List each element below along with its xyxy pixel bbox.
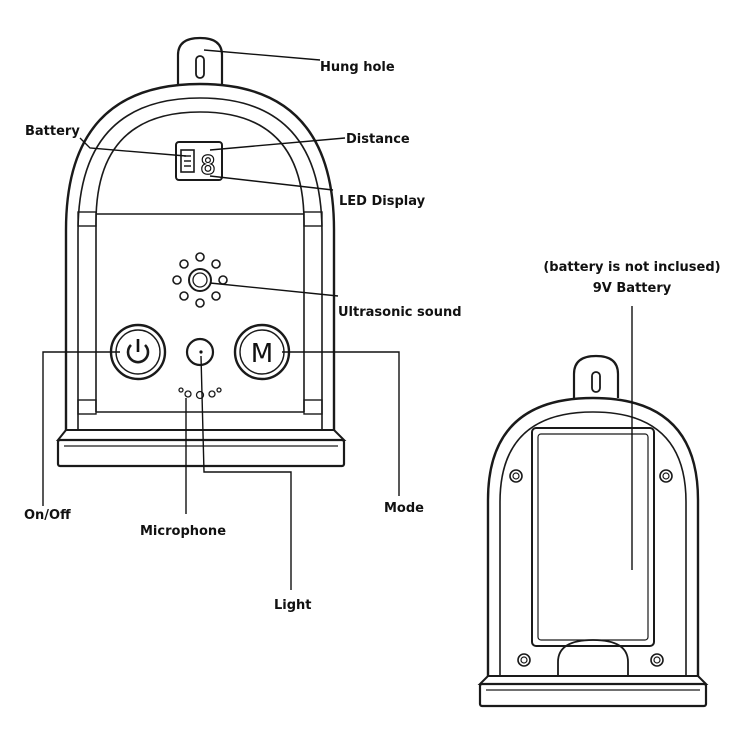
display-battery-icon: [180, 149, 195, 173]
back-hung-hole-tab: [572, 354, 620, 398]
led-display: [175, 141, 223, 181]
back-base-top: [477, 675, 709, 685]
mode-button[interactable]: M: [233, 323, 291, 381]
label-light: Light: [274, 598, 312, 613]
leader-hung-hole: [203, 49, 321, 61]
left-pillar-base: [77, 399, 97, 415]
label-distance: Distance: [346, 132, 410, 147]
back-hung-hole: [591, 371, 601, 393]
right-pillar-cap: [303, 211, 323, 227]
screw-top-right: [659, 469, 673, 483]
hung-hole: [195, 55, 205, 79]
leader-on-off: [42, 351, 120, 506]
label-battery: Battery: [25, 124, 80, 139]
leader-mode: [282, 351, 400, 496]
label-ultrasonic-sound: Ultrasonic sound: [338, 305, 462, 320]
front-base-top: [55, 429, 347, 441]
front-inner-arch-2: [95, 111, 305, 412]
front-leader-lines: [42, 49, 400, 590]
front-inner-arch-1: [77, 97, 323, 430]
back-device: [477, 354, 709, 708]
screw-bottom-left: [517, 653, 531, 667]
leader-distance: [209, 137, 346, 151]
front-outer-arch: [64, 82, 336, 430]
back-outer-arch: [486, 396, 700, 676]
screw-top-left: [509, 469, 523, 483]
leader-battery: [79, 137, 187, 157]
leader-led-display: [209, 175, 334, 191]
leader-light: [200, 355, 292, 590]
leader-ultrasonic: [209, 282, 339, 297]
mode-button-letter: M: [251, 339, 273, 369]
front-base: [56, 438, 346, 468]
microphone-holes: [178, 387, 222, 400]
label-mode: Mode: [384, 501, 424, 516]
display-digit: 8: [200, 151, 216, 181]
front-device: 8 M: [55, 36, 347, 468]
label-microphone: Microphone: [140, 524, 226, 539]
ultrasonic-speaker: [172, 252, 228, 308]
label-9v-battery: 9V Battery: [593, 281, 672, 296]
label-led-display: LED Display: [339, 194, 426, 209]
left-pillar-cap: [77, 211, 97, 227]
back-base: [478, 682, 708, 708]
right-pillar-base: [303, 399, 323, 415]
back-inner-arch: [499, 411, 687, 676]
light-sensor: [185, 337, 215, 367]
battery-cover-tab: [557, 639, 629, 676]
battery-compartment: [531, 427, 655, 647]
hung-hole-tab: [176, 36, 224, 84]
power-icon: [126, 344, 150, 364]
label-on-off: On/Off: [24, 508, 71, 523]
label-hung-hole: Hung hole: [320, 60, 395, 75]
label-battery-note: (battery is not inclused): [543, 260, 720, 275]
screw-bottom-right: [650, 653, 664, 667]
